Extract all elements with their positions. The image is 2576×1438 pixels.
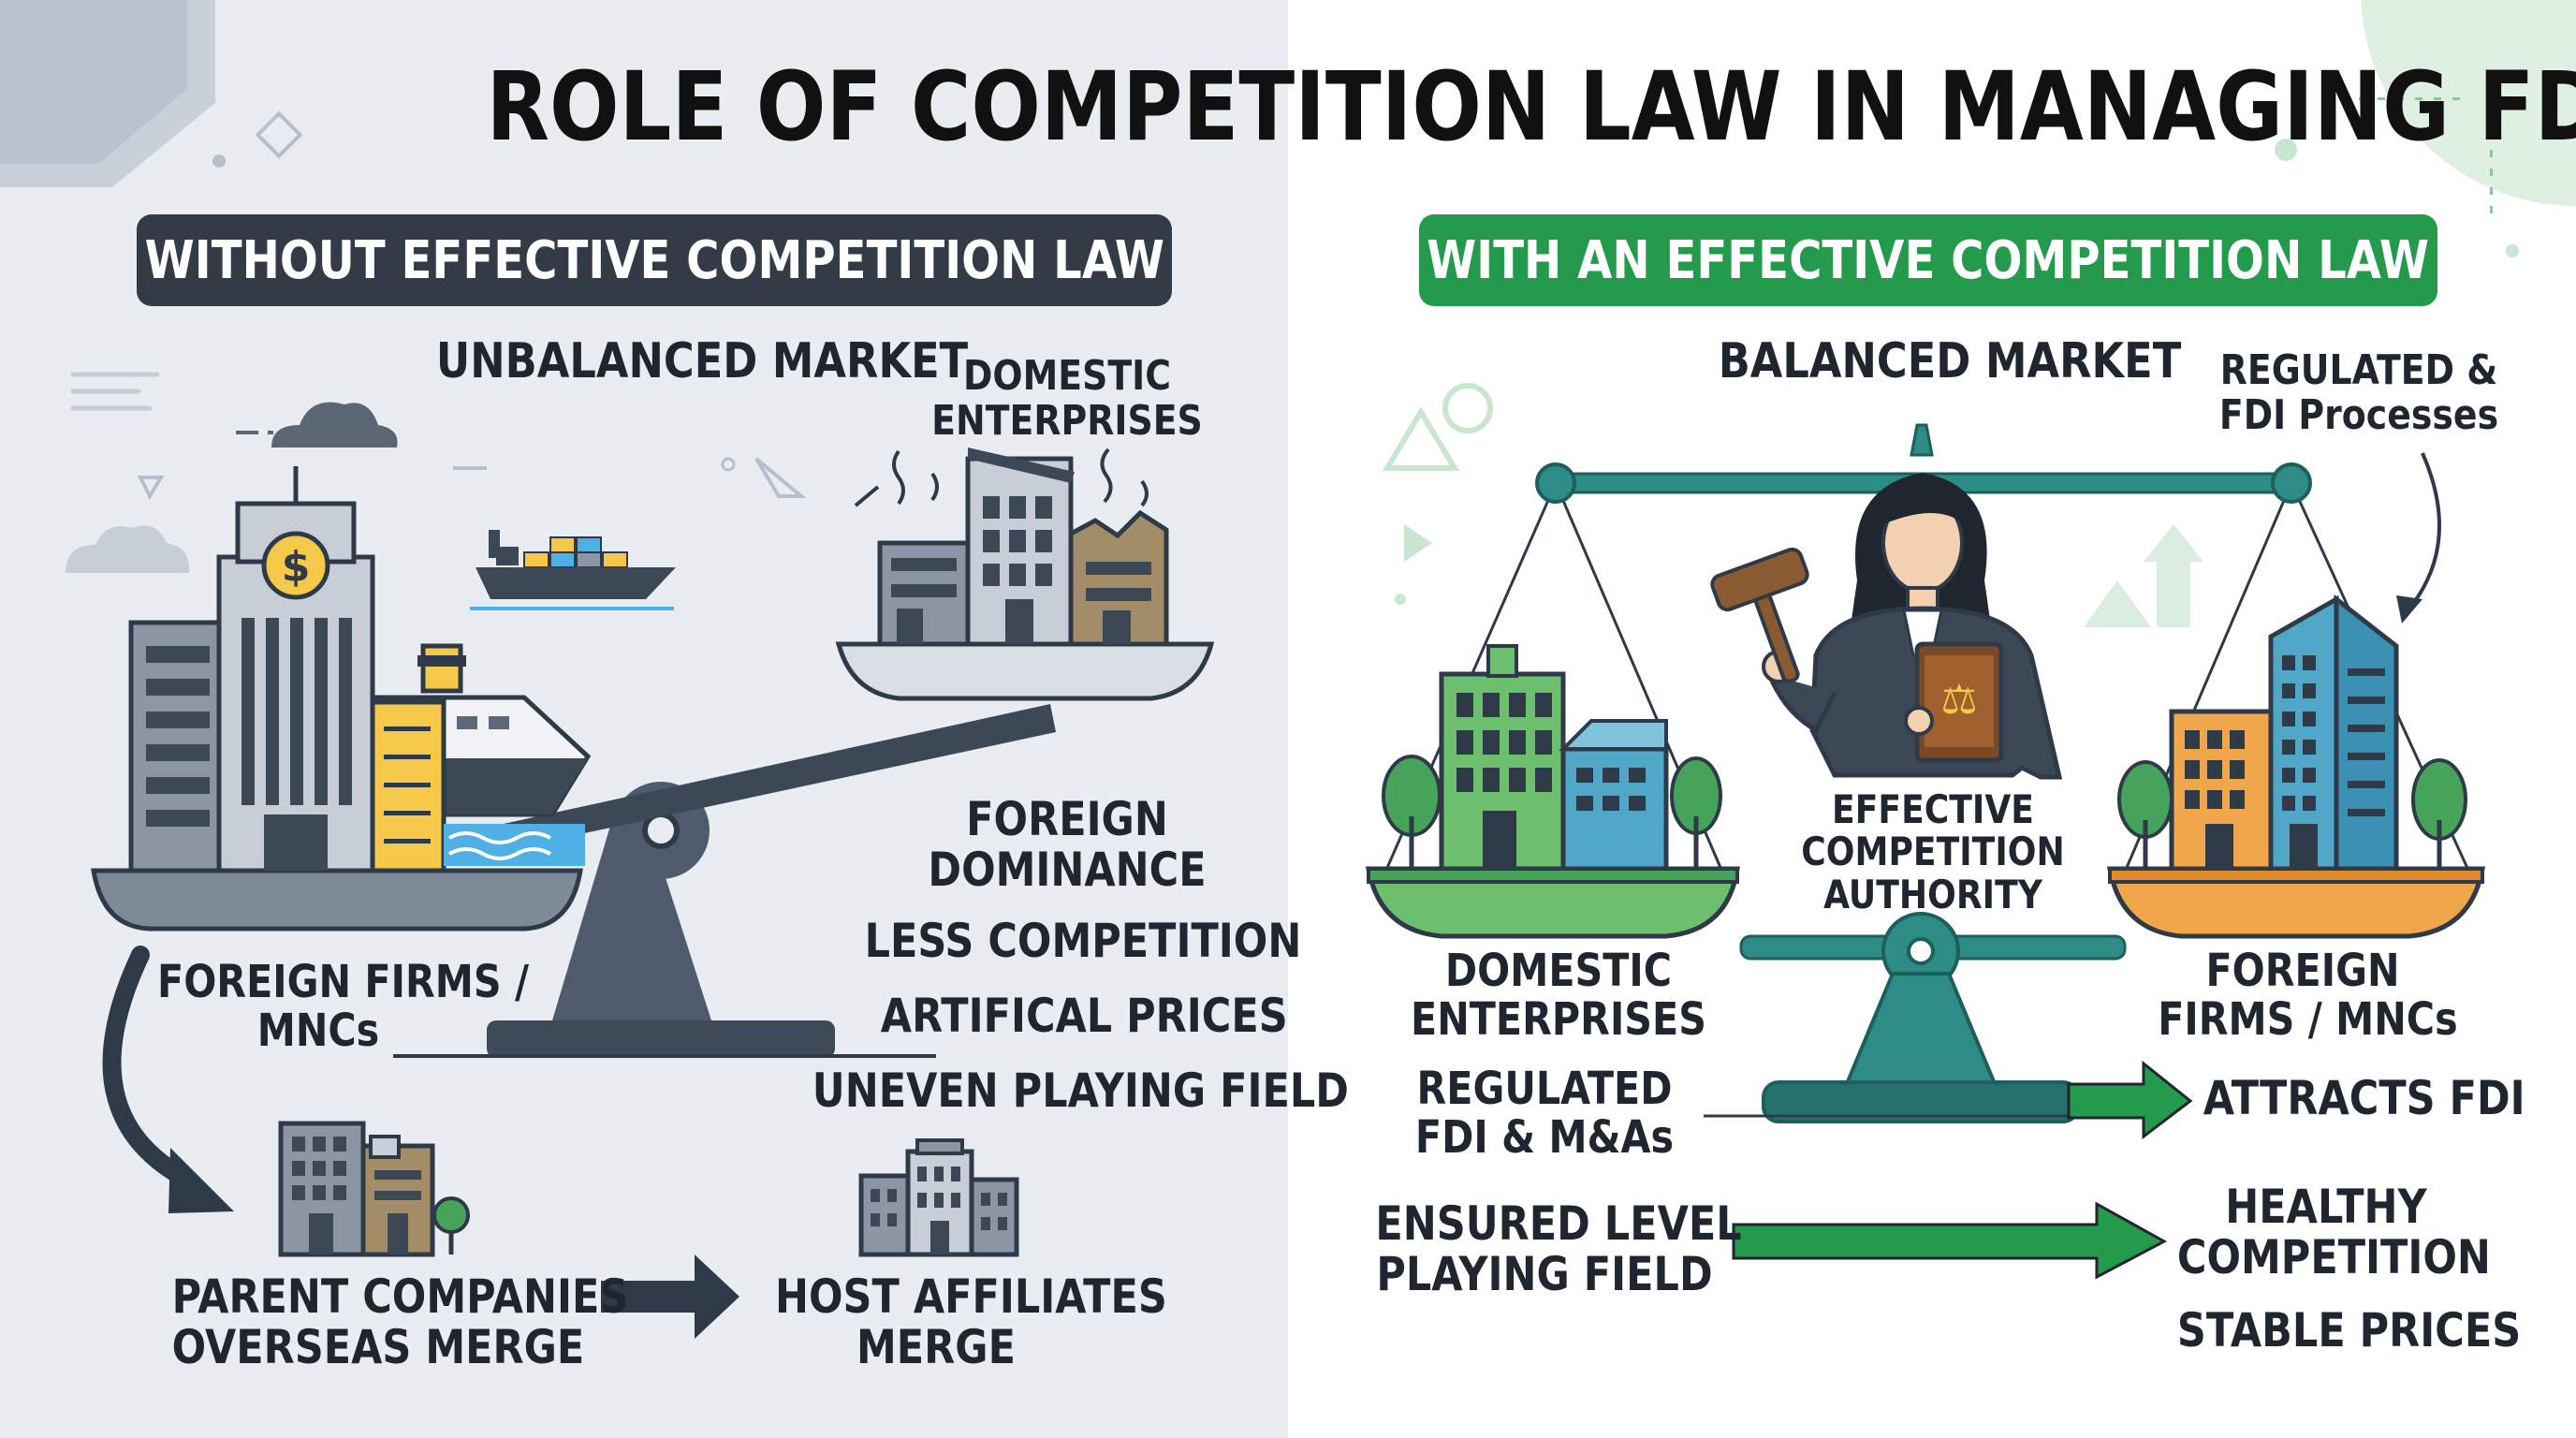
uneven-field-label: UNEVEN PLAYING FIELD <box>812 1064 1350 1118</box>
dollar-coin-icon <box>261 531 330 600</box>
regulated-fdi-line1: REGULATED <box>1416 1063 1673 1115</box>
healthy-competition-line2: COMPETITION <box>2176 1230 2491 1284</box>
host-affiliates-line2: MERGE <box>856 1320 1016 1374</box>
foreign-firms-line2: MNCs <box>256 1004 380 1057</box>
parent-companies-line1: PARENT COMPANIES <box>171 1269 629 1324</box>
left-banner-label: WITHOUT EFFECTIVE COMPETITION LAW <box>144 229 1164 291</box>
merge-arrow-icon <box>601 1255 739 1339</box>
regulated-processes-line1: REGULATED & <box>2219 346 2498 394</box>
unbalanced-market-label: UNBALANCED MARKET <box>435 333 969 389</box>
healthy-competition-label: HEALTHY COMPETITION <box>2176 1180 2491 1284</box>
attracts-fdi-label: ATTRACTS FDI <box>2203 1071 2525 1125</box>
authority-line2: COMPETITION <box>1801 829 2065 875</box>
level-field-line2: PLAYING FIELD <box>1376 1247 1713 1301</box>
less-competition-label: LESS COMPETITION <box>864 914 1302 968</box>
artificial-prices-label: ARTIFICAL PRICES <box>880 989 1288 1043</box>
regulated-fdi-line2: FDI & M&As <box>1414 1110 1675 1164</box>
foreign-firms-label: FOREIGN FIRMS / MNCs <box>157 956 530 1057</box>
pointer-arrow-icon <box>2396 452 2441 624</box>
svg-text:$: $ <box>282 543 311 591</box>
level-field-label: ENSURED LEVEL PLAYING FIELD <box>1375 1196 1742 1301</box>
regulated-processes-line2: FDI Processes <box>2218 390 2499 439</box>
right-domestic-label: DOMESTIC ENTERPRISES <box>1401 945 1715 1046</box>
left-domestic-line1: DOMESTIC <box>962 352 1171 400</box>
triangle-decoration-icon <box>137 457 807 501</box>
gavel-icon <box>1710 547 1809 683</box>
authority-line1: EFFECTIVE <box>1832 786 2034 832</box>
level-field-arrow <box>1732 1201 2168 1280</box>
authority-line3: AUTHORITY <box>1823 871 2042 917</box>
left-banner: WITHOUT EFFECTIVE COMPETITION LAW <box>137 214 1172 306</box>
host-affiliates-label: HOST AFFILIATES MERGE <box>775 1269 1167 1374</box>
parent-companies-line2: OVERSEAS MERGE <box>171 1320 585 1374</box>
right-foreign-line1: FOREIGN <box>2205 945 2400 997</box>
balanced-market-label: BALANCED MARKET <box>1718 333 2182 389</box>
left-domestic-label: DOMESTIC ENTERPRISES <box>922 354 1212 443</box>
parent-companies-label: PARENT COMPANIES OVERSEAS MERGE <box>171 1269 629 1374</box>
attracts-fdi-arrow <box>1704 1060 2193 1140</box>
storm-cloud-icon <box>236 402 398 448</box>
stable-prices-label: STABLE PRICES <box>2176 1303 2522 1357</box>
law-book-icon: ⚖ <box>1904 641 2004 763</box>
parent-companies-buildings <box>278 1121 470 1257</box>
foreign-dominance-label: FOREIGN DOMINANCE <box>922 794 1212 895</box>
curved-arrow-icon <box>102 946 234 1213</box>
left-corner-decoration <box>0 0 303 411</box>
page-title: ROLE OF COMPETITION LAW IN MANAGING FDI <box>486 51 2576 163</box>
right-corner-decoration <box>2275 0 2576 257</box>
geometric-shapes-icon <box>1382 383 2203 627</box>
foreign-dominance-line2: DOMINANCE <box>928 843 1207 897</box>
regulated-processes-label: REGULATED & FDI Processes <box>2214 348 2504 437</box>
right-foreign-label: FOREIGN FIRMS / MNCs <box>2158 945 2458 1046</box>
domestic-enterprises-buildings <box>835 448 1215 701</box>
domestic-pan <box>1366 644 1740 939</box>
foreign-firms-line1: FOREIGN FIRMS / <box>157 956 530 1008</box>
foreign-dominance-line1: FOREIGN <box>966 792 1168 846</box>
host-affiliates-line1: HOST AFFILIATES <box>775 1269 1167 1324</box>
right-domestic-line2: ENTERPRISES <box>1411 992 1706 1046</box>
right-foreign-line2: FIRMS / MNCs <box>2158 992 2458 1046</box>
right-banner-label: WITH AN EFFECTIVE COMPETITION LAW <box>1427 229 2430 291</box>
foreign-pan <box>2107 594 2485 939</box>
cloud-icon <box>66 525 190 573</box>
foreign-firms-buildings: $ <box>91 466 592 932</box>
regulated-fdi-label: REGULATED FDI & M&As <box>1408 1063 1681 1164</box>
healthy-competition-line1: HEALTHY <box>2225 1180 2427 1234</box>
cargo-ship-icon <box>470 530 676 610</box>
authority-label: EFFECTIVE COMPETITION AUTHORITY <box>1800 788 2066 916</box>
right-banner: WITH AN EFFECTIVE COMPETITION LAW <box>1419 214 2437 306</box>
left-domestic-line2: ENTERPRISES <box>931 396 1203 445</box>
level-field-line1: ENSURED LEVEL <box>1375 1196 1742 1251</box>
right-domestic-line1: DOMESTIC <box>1444 945 1673 997</box>
svg-text:⚖: ⚖ <box>1940 676 1977 724</box>
host-affiliates-buildings <box>858 1138 1019 1257</box>
